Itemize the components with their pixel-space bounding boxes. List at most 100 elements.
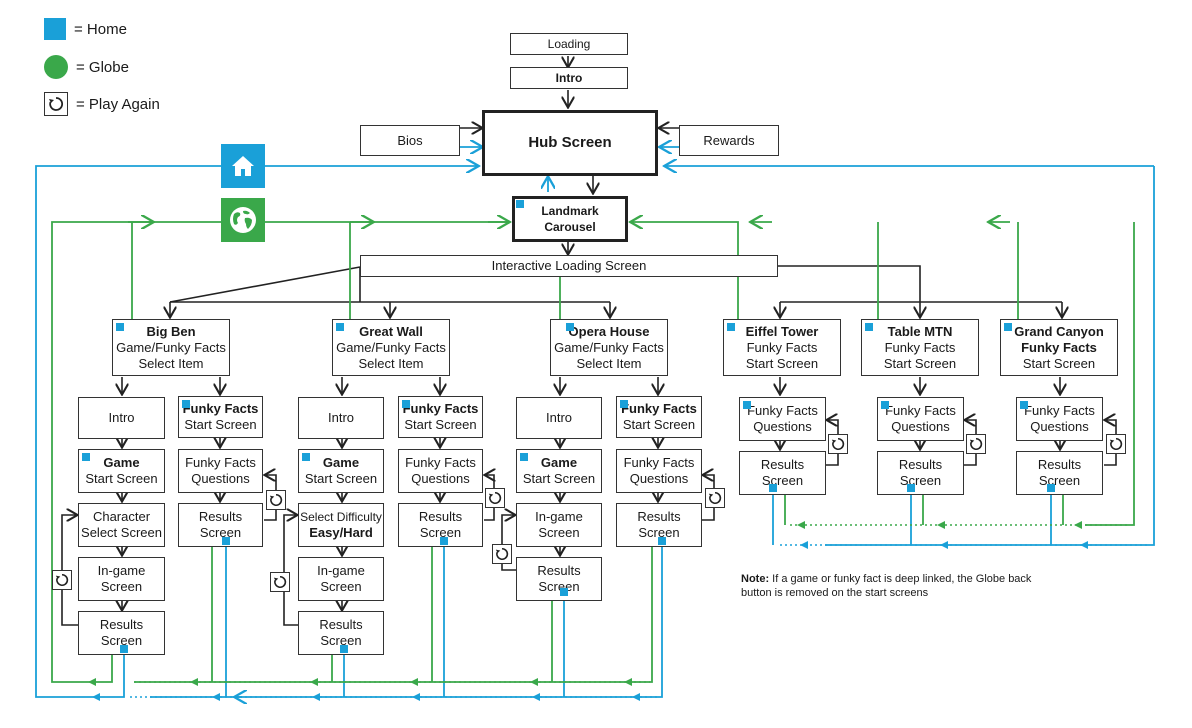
eiffel-line3: Start Screen <box>745 355 819 371</box>
home-marker-icon <box>620 400 628 408</box>
eiffel-title: Eiffel Tower <box>745 323 819 339</box>
carousel-line1: Landmark <box>541 204 599 218</box>
results-label: Results <box>319 617 363 632</box>
carousel-line2: Carousel <box>544 220 596 234</box>
results-label: Results <box>537 563 581 578</box>
replay-icon <box>828 434 848 454</box>
funky-facts-label: Funky Facts <box>623 455 695 470</box>
big-ben-intro: Intro <box>78 397 165 439</box>
table-mtn-box: Table MTN Funky Facts Start Screen <box>861 319 979 376</box>
ingame-label: In-game <box>317 563 365 578</box>
screen-label: Screen <box>538 525 580 540</box>
replay-icon <box>485 488 505 508</box>
grand-canyon-line3: Start Screen <box>1022 355 1096 371</box>
intro-label: Intro <box>327 410 354 425</box>
grand-canyon-box: Grand Canyon Funky Facts Start Screen <box>1000 319 1118 376</box>
home-marker-icon <box>1020 401 1028 409</box>
rewards-box: Rewards <box>679 125 779 156</box>
screen-label: Screen <box>100 579 143 594</box>
results-label: Results <box>898 457 943 472</box>
screen-label: Screen <box>638 525 680 540</box>
note: Note: If a game or funky fact is deep li… <box>741 572 1061 600</box>
globe-marker-icon <box>44 55 68 79</box>
opera-house-title: Opera House <box>568 323 650 339</box>
replay-icon <box>52 570 72 590</box>
results-label: Results <box>637 509 681 524</box>
home-marker-icon <box>402 400 410 408</box>
screen-label: Screen <box>538 579 580 594</box>
replay-icon <box>270 572 290 592</box>
home-marker-icon <box>44 18 66 40</box>
results-label: Results <box>760 457 805 472</box>
home-marker-icon <box>1004 323 1012 331</box>
loading-box: Loading <box>510 33 628 55</box>
start-screen-label: Start Screen <box>622 417 696 432</box>
globe-icon <box>221 198 265 242</box>
intro-label: Intro <box>555 71 583 85</box>
hub-screen-box: Hub Screen <box>482 110 658 176</box>
select-difficulty-label: Select Difficulty <box>300 510 382 524</box>
home-marker-icon <box>516 200 524 208</box>
note-label: Note: <box>741 573 770 585</box>
interactive-loading-label: Interactive Loading Screen <box>491 258 647 273</box>
home-marker-icon <box>907 484 915 492</box>
home-marker-icon <box>560 588 568 596</box>
screen-label: Screen <box>320 633 362 648</box>
big-ben-box: Big Ben Game/Funky Facts Select Item <box>112 319 230 376</box>
rewards-label: Rewards <box>703 132 755 148</box>
start-screen-label: Start Screen <box>404 417 477 432</box>
great-wall-box: Great Wall Game/Funky Facts Select Item <box>332 319 450 376</box>
legend-globe-label: = Globe <box>76 58 129 76</box>
home-marker-icon <box>727 323 735 331</box>
questions-label: Questions <box>629 471 689 486</box>
funky-facts-label: Funky Facts <box>182 401 259 416</box>
great-wall-title: Great Wall <box>359 323 423 339</box>
questions-label: Questions <box>1030 419 1089 434</box>
note-text: If a game or funky fact is deep linked, … <box>741 573 1032 599</box>
easy-hard-label: Easy/Hard <box>309 525 373 540</box>
eiffel-tower-box: Eiffel Tower Funky Facts Start Screen <box>723 319 841 376</box>
intro-label: Intro <box>545 410 572 425</box>
replay-icon <box>1106 434 1126 454</box>
screen-label: Screen <box>100 633 143 648</box>
home-marker-icon <box>520 453 528 461</box>
great-wall-line2: Game/Funky Facts <box>336 339 446 355</box>
grand-canyon-line2: Funky Facts <box>1021 339 1097 355</box>
home-marker-icon <box>116 323 124 331</box>
opera-house-line2: Game/Funky Facts <box>554 339 664 355</box>
great-wall-intro: Intro <box>298 397 384 439</box>
bios-box: Bios <box>360 125 460 156</box>
replay-icon <box>705 488 725 508</box>
funky-facts-label: Funky Facts <box>1024 403 1095 418</box>
home-marker-icon <box>340 645 348 653</box>
replay-icon <box>266 490 286 510</box>
legend-play-again: = Play Again <box>44 92 160 116</box>
eiffel-line2: Funky Facts <box>746 339 818 355</box>
funky-facts-label: Funky Facts <box>185 455 256 470</box>
home-marker-icon <box>658 537 666 545</box>
ingame-label: In-game <box>97 563 146 578</box>
start-screen-label: Start Screen <box>184 417 257 432</box>
grand-canyon-title: Grand Canyon <box>1014 323 1104 339</box>
ingame-label: In-game <box>535 509 583 524</box>
home-marker-icon <box>222 537 230 545</box>
home-marker-icon <box>440 537 448 545</box>
replay-icon <box>492 544 512 564</box>
intro-label: Intro <box>108 410 135 425</box>
funky-facts-label: Funky Facts <box>885 403 956 418</box>
